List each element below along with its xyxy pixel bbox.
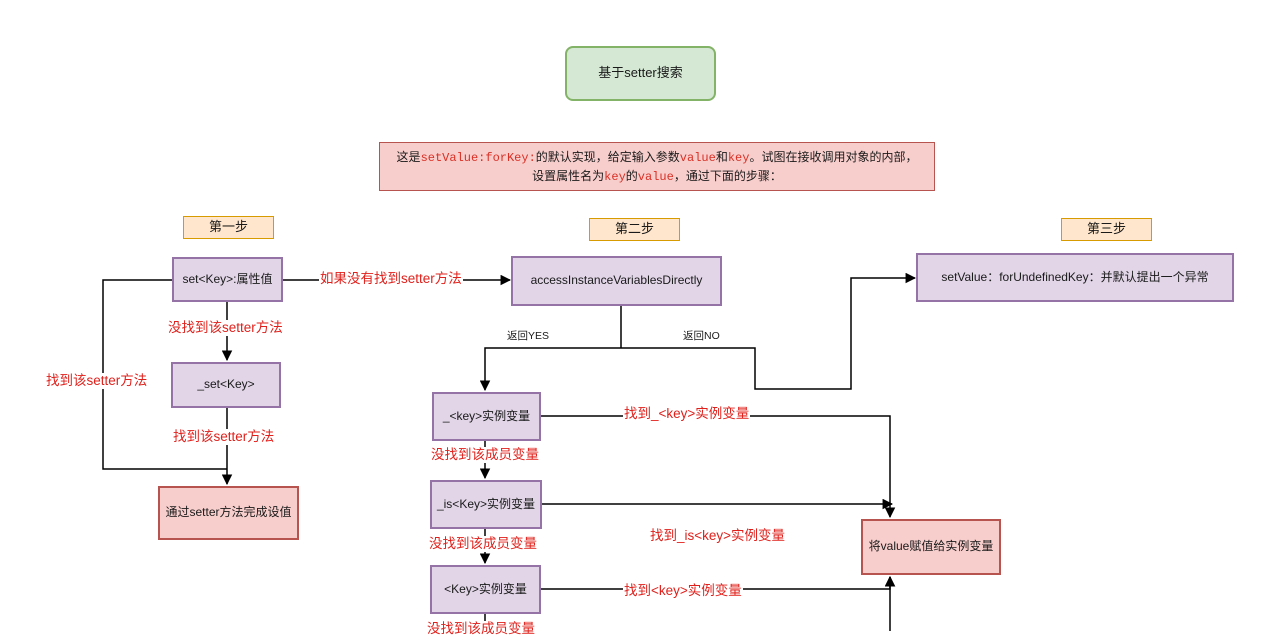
label-found-underscore-key: 找到_<key>实例变量 xyxy=(623,406,751,423)
label-not-found-setter: 没找到该setter方法 xyxy=(167,320,284,337)
title-node: 基于setter搜索 xyxy=(565,46,716,101)
label-found-setter-below: 找到该setter方法 xyxy=(172,429,276,446)
edge-return-no xyxy=(621,272,917,390)
label-no-setter-found: 如果没有找到setter方法 xyxy=(319,271,463,288)
access-directly-node: accessInstanceVariablesDirectly xyxy=(511,256,722,306)
label-found-underscore-is-key: 找到_is<key>实例变量 xyxy=(650,528,786,543)
label-return-no: 返回NO xyxy=(683,330,720,342)
intro-line-2: 设置属性名为key的value，通过下面的步骤： xyxy=(532,168,782,184)
assign-ivar-node: 将value赋值给实例变量 xyxy=(861,519,1001,575)
ivar-key-node: <Key>实例变量 xyxy=(430,565,541,614)
label-found-setter-left: 找到该setter方法 xyxy=(45,373,149,390)
set-key-node: set<Key>:属性值 xyxy=(172,257,283,302)
edge-ivar1-found xyxy=(541,415,896,519)
undefined-key-node: setValue：forUndefinedKey：并默认提出一个异常 xyxy=(916,253,1234,302)
step-2-label: 第二步 xyxy=(589,218,680,241)
step-1-label: 第一步 xyxy=(183,216,274,239)
label-not-found-member-1: 没找到该成员变量 xyxy=(430,447,540,464)
ivar-underscore-key-node: _<key>实例变量 xyxy=(432,392,541,441)
intro-description: 这是setValue:forKey:的默认实现，给定输入参数value和key。… xyxy=(379,142,935,191)
setter-complete-node: 通过setter方法完成设值 xyxy=(158,486,299,540)
edge-return-yes xyxy=(479,347,621,392)
ivar-underscore-is-key-node: _is<Key>实例变量 xyxy=(430,480,542,529)
label-return-yes: 返回YES xyxy=(507,330,550,342)
step-3-label: 第三步 xyxy=(1061,218,1152,241)
label-not-found-member-3: 没找到该成员变量 xyxy=(426,621,536,637)
intro-line-1: 这是setValue:forKey:的默认实现，给定输入参数value和key。… xyxy=(396,149,918,165)
label-not-found-member-2: 没找到该成员变量 xyxy=(428,536,538,553)
label-found-key: 找到<key>实例变量 xyxy=(623,583,743,600)
underscore-set-key-node: _set<Key> xyxy=(171,362,281,408)
